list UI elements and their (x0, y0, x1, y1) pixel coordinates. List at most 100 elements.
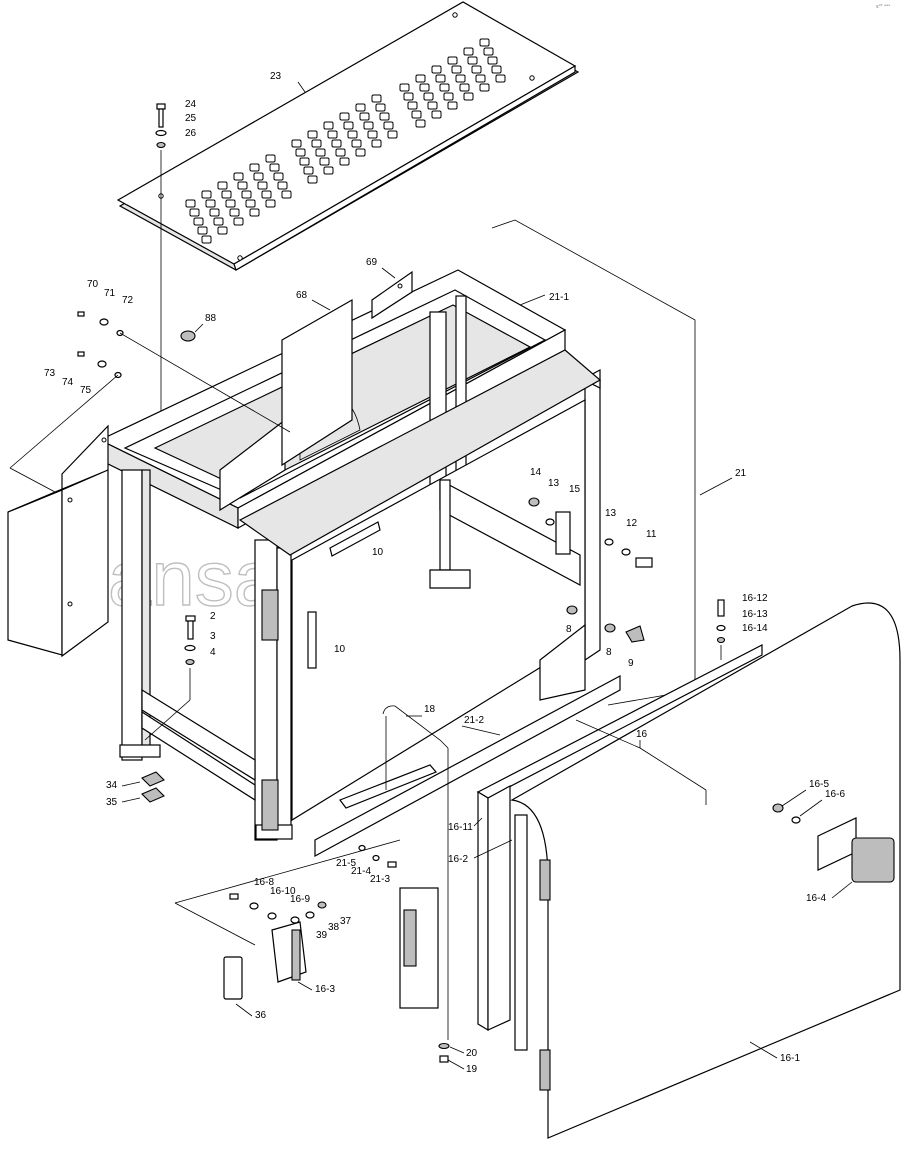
rail-21-2 (314, 674, 621, 858)
grommet-88 (180, 330, 196, 342)
leader-line-20 (449, 1046, 465, 1054)
callout-21: 21 (735, 468, 747, 479)
rear-panel-68 (281, 270, 413, 467)
callout-73: 73 (44, 368, 56, 379)
bolt-16-12 (716, 599, 726, 660)
callout-16: 16 (636, 729, 648, 740)
callout-74: 74 (62, 377, 74, 388)
callout-16-6: 16-6 (825, 789, 845, 800)
callout-25: 25 (185, 113, 197, 124)
callout-16-13: 16-13 (742, 609, 768, 620)
callout-8b: 8 (606, 647, 612, 658)
callout-9: 9 (628, 658, 634, 669)
callout-16-3: 16-3 (315, 984, 335, 995)
leader-line-21-1 (519, 294, 546, 306)
door-panel-16-1 (510, 602, 901, 1139)
callout-3: 3 (210, 631, 216, 642)
leader-line-16-2 (473, 839, 513, 859)
top-cover-plate (116, 1, 580, 271)
callout-18: 18 (424, 704, 436, 715)
callout-21-3: 21-3 (370, 874, 390, 885)
callout-16-1: 16-1 (780, 1053, 800, 1064)
callout-16-10: 16-10 (270, 886, 296, 897)
bolt-24 (155, 103, 167, 460)
leader-line-23 (297, 81, 306, 93)
side-duct-box (7, 424, 109, 658)
callout-2: 2 (210, 611, 216, 622)
callout-19: 19 (466, 1064, 478, 1075)
callout-16-8: 16-8 (254, 877, 274, 888)
leader-line-36 (235, 1003, 253, 1017)
callout-11: 11 (646, 529, 657, 540)
handle-10-vertical (307, 611, 317, 669)
callout-21-1: 21-1 (549, 292, 569, 303)
callout-16-4: 16-4 (806, 893, 826, 904)
vent-grid-left (185, 38, 506, 244)
callout-16-5: 16-5 (809, 779, 829, 790)
leader-line-16-3 (297, 981, 313, 991)
door-hinge-16-3 (174, 839, 401, 1000)
callout-13a: 13 (548, 478, 560, 489)
callout-23: 23 (270, 71, 282, 82)
leader-line-21 (699, 477, 733, 496)
callout-72: 72 (122, 295, 134, 306)
callout-10b: 10 (334, 644, 346, 655)
leader-line-16-6 (799, 799, 823, 817)
corner-mark: sᴬᵀ ᵃᵃᵃ (876, 4, 890, 10)
callout-36: 36 (255, 1010, 267, 1021)
screws-16-8-39 (229, 893, 327, 924)
callout-21-4: 21-4 (351, 866, 371, 877)
callout-16-2: 16-2 (448, 854, 468, 865)
leader-line-19 (447, 1059, 465, 1070)
callout-12: 12 (626, 518, 638, 529)
callout-10a: 10 (372, 547, 384, 558)
screws-21-3-4-5 (358, 844, 397, 868)
callout-26: 26 (185, 128, 197, 139)
callout-16-12: 16-12 (742, 593, 768, 604)
handle-18 (382, 705, 449, 749)
handle-10-horizontal (329, 521, 381, 557)
callout-4: 4 (210, 647, 216, 658)
leader-line-68 (311, 299, 331, 311)
callout-15: 15 (569, 484, 581, 495)
callout-14: 14 (530, 467, 542, 478)
callout-88: 88 (205, 313, 217, 324)
callout-13b: 13 (605, 508, 617, 519)
leader-line-16-4 (831, 881, 853, 899)
callout-75: 75 (80, 385, 92, 396)
callout-35: 35 (106, 797, 118, 808)
callout-68: 68 (296, 290, 308, 301)
bracket-15 (429, 478, 653, 701)
callout-20: 20 (466, 1048, 478, 1059)
leader-line-34 (121, 781, 141, 787)
callout-16-9: 16-9 (290, 894, 310, 905)
callout-39: 39 (316, 930, 328, 941)
callout-8a: 8 (566, 624, 572, 635)
callout-34: 34 (106, 780, 118, 791)
callout-38: 38 (328, 922, 340, 933)
leader-line-16-1 (749, 1041, 778, 1059)
callout-21-5: 21-5 (336, 858, 356, 869)
callout-labels: 232425266921-168707172887374752114131513… (44, 71, 853, 1075)
shims-34-35 (141, 771, 165, 803)
leader-line-88 (194, 323, 204, 333)
callout-69: 69 (366, 257, 378, 268)
callout-16-14: 16-14 (742, 623, 768, 634)
callout-70: 70 (87, 279, 99, 290)
leader-line-16-11 (473, 817, 483, 827)
callout-24: 24 (185, 99, 197, 110)
leader-line-16-5 (781, 789, 807, 807)
leader-line-69 (381, 267, 396, 279)
door-frame-16-11 (476, 644, 763, 1032)
leader-line-35 (121, 797, 141, 803)
hinge-bracket-lower (399, 887, 450, 1063)
callout-16-11: 16-11 (448, 822, 473, 833)
screws-70-75 (9, 311, 291, 501)
leader-line-21-2 (461, 725, 501, 736)
leader-16 (639, 747, 707, 805)
bolt-2 (144, 615, 196, 741)
callout-37: 37 (340, 916, 352, 927)
callout-21-2: 21-2 (464, 715, 484, 726)
callout-71: 71 (104, 288, 116, 299)
